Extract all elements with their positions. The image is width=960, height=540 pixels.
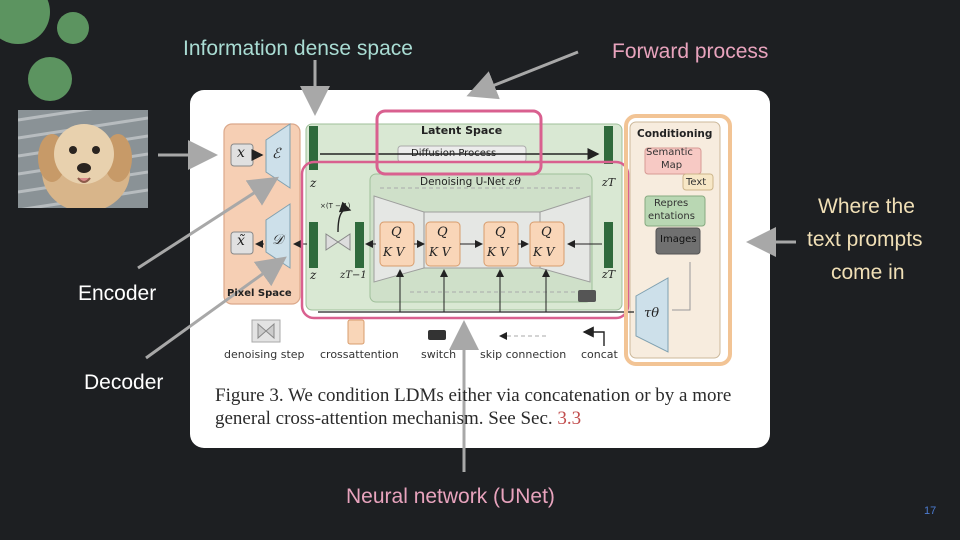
qkv-3-q: Q	[495, 225, 506, 240]
annotation-information-dense-space: Information dense space	[183, 37, 413, 60]
semantic-map-box	[644, 147, 702, 175]
z-label-top: z	[310, 176, 317, 190]
caption-section-ref: 3.3	[557, 408, 582, 429]
x-tilde-symbol: x̃	[237, 233, 245, 249]
diffusion-process-label: Diffusion Process	[411, 148, 497, 159]
decor-circle-small	[57, 12, 89, 44]
x-symbol: x	[237, 145, 245, 161]
zT-minus-1-bar	[355, 222, 364, 268]
legend-crossattention-label: crossattention	[320, 348, 399, 361]
switch-icon	[578, 290, 596, 302]
highlight-forward-process	[375, 109, 543, 176]
legend-skip-connection-label: skip connection	[480, 348, 567, 361]
annotation-neural-network: Neural network (UNet)	[346, 485, 555, 508]
tau-theta-symbol: τθ	[644, 306, 660, 321]
text-label: Text	[686, 177, 707, 188]
dog-photo	[18, 110, 148, 208]
slide-number: 17	[924, 505, 937, 517]
legend-switch-label: switch	[421, 348, 457, 361]
denoising-step-icon	[325, 233, 339, 251]
epsilon-theta-symbol: εθ	[508, 176, 521, 188]
zT-bar-lower	[604, 222, 613, 268]
images-box	[655, 227, 701, 255]
images-label: Images	[660, 234, 697, 245]
arrow-decoder	[145, 256, 287, 360]
qkv-4-q: Q	[541, 225, 552, 240]
legend-concat-label: concat	[581, 348, 618, 361]
legend-crossattention-icon	[347, 319, 365, 345]
qkv-4-kv: K V	[533, 245, 555, 259]
z-bar-lower	[309, 222, 318, 268]
qkv-1-kv: K V	[383, 245, 405, 259]
zT-label-top: zT	[602, 176, 616, 189]
conditioning-label: Conditioning	[637, 128, 713, 140]
representations-box	[644, 195, 706, 227]
encoder-trapezoid	[265, 123, 291, 189]
latent-space-label: Latent Space	[421, 124, 503, 137]
encoder-symbol: ℰ	[272, 146, 281, 162]
arrow-forward-process	[466, 50, 579, 100]
legend-denoising-step-icon	[251, 319, 281, 343]
zT-label-lower: zT	[602, 268, 616, 281]
qkv-2-q: Q	[437, 225, 448, 240]
annotation-decoder: Decoder	[84, 371, 164, 394]
times-T-minus-1-label: ×(T − 1)	[320, 202, 351, 210]
z-label-lower: z	[310, 268, 317, 282]
zT-minus-1-label: zT−1	[340, 270, 367, 281]
legend-switch-icon	[428, 330, 446, 340]
decor-circle-medium	[28, 57, 72, 101]
qkv-1-q: Q	[391, 225, 402, 240]
x-tilde-output-box	[230, 231, 254, 255]
qkv-block-4	[529, 221, 565, 267]
annotation-forward-process: Forward process	[612, 40, 769, 63]
z-bar-top	[309, 126, 318, 170]
annotation-text-prompts-2: text prompts	[807, 228, 923, 251]
legend-concat-icon	[582, 326, 605, 346]
semantic-map-label-2: Map	[661, 160, 683, 171]
decoder-trapezoid	[265, 203, 291, 269]
decoder-symbol: 𝒟	[272, 232, 284, 248]
zT-bar-top	[604, 126, 613, 164]
denoising-unet-text: Denoising U-Net	[420, 176, 506, 188]
arrow-encoder	[137, 176, 280, 270]
qkv-3-kv: K V	[487, 245, 509, 259]
highlight-conditioning	[624, 114, 732, 366]
legend-denoising-step-label: denoising step	[224, 348, 305, 361]
representations-label-2: entations	[648, 211, 695, 222]
annotation-encoder: Encoder	[78, 282, 157, 305]
annotation-text-prompts-1: Where the	[818, 195, 915, 218]
semantic-map-label-1: Semantic	[646, 147, 693, 158]
pixel-space-label: Pixel Space	[227, 288, 292, 299]
figure-caption: Figure 3. We condition LDMs either via c…	[215, 384, 755, 430]
representations-label-1: Repres	[654, 198, 689, 209]
qkv-2-kv: K V	[429, 245, 451, 259]
annotation-text-prompts-3: come in	[831, 261, 905, 284]
text-box	[682, 173, 714, 191]
caption-text: Figure 3. We condition LDMs either via c…	[215, 385, 732, 429]
tau-theta-encoder	[635, 277, 669, 353]
denoising-unet-label: Denoising U-Net εθ	[420, 176, 521, 188]
